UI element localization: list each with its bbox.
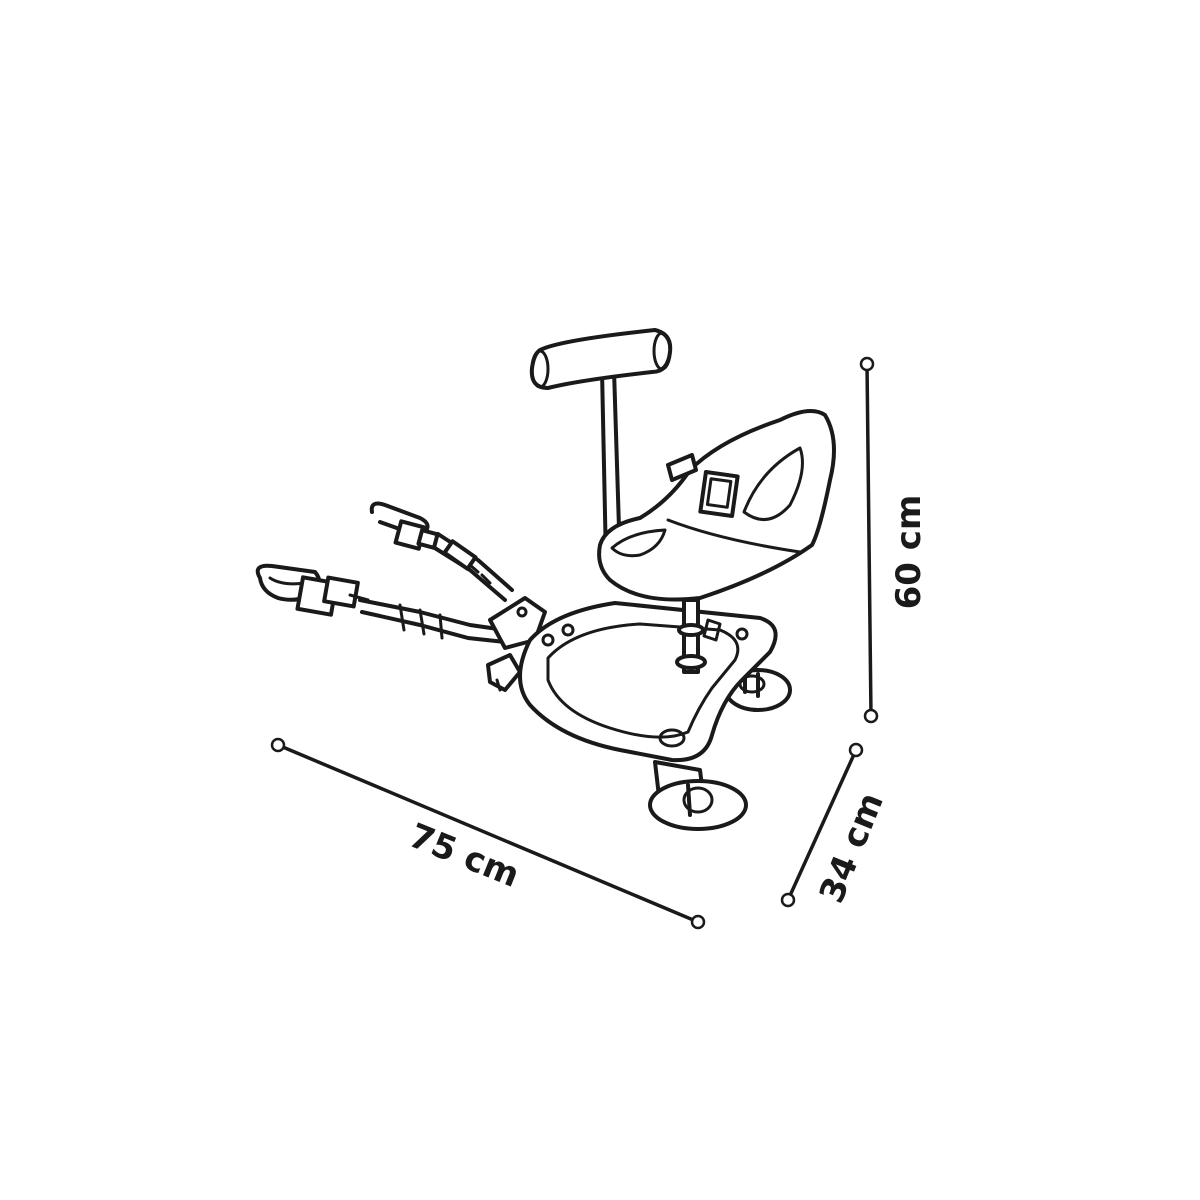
dimension-height: 60 cm — [859, 356, 929, 724]
dimension-line-depth — [786, 748, 858, 902]
dimension-endpoint — [780, 892, 796, 908]
dimension-line-height — [865, 362, 873, 718]
dimension-depth: 34 cm — [780, 742, 892, 909]
connector-arm-lower — [358, 598, 507, 644]
dimension-endpoint — [859, 356, 875, 372]
dimension-label-height: 60 cm — [889, 495, 929, 610]
dimension-endpoint — [863, 708, 879, 724]
stroller-clamp-lower — [255, 563, 370, 617]
dimension-label-depth: 34 cm — [812, 787, 892, 908]
hinge-block — [486, 596, 547, 692]
ride-on-board-illustration — [255, 328, 836, 831]
handlebar-grip — [529, 328, 673, 390]
child-seat — [597, 409, 836, 602]
dimension-endpoint — [270, 737, 286, 753]
dimension-endpoint — [848, 742, 864, 758]
dimension-line-length — [276, 743, 700, 924]
standing-board — [518, 601, 778, 763]
dimension-label-length: 75 cm — [403, 816, 524, 896]
front-wheel — [648, 760, 748, 831]
stroller-clamp-upper — [369, 501, 440, 551]
dimension-endpoint — [690, 914, 706, 930]
dimension-length: 75 cm — [270, 737, 706, 930]
connector-arm-upper — [428, 532, 514, 602]
